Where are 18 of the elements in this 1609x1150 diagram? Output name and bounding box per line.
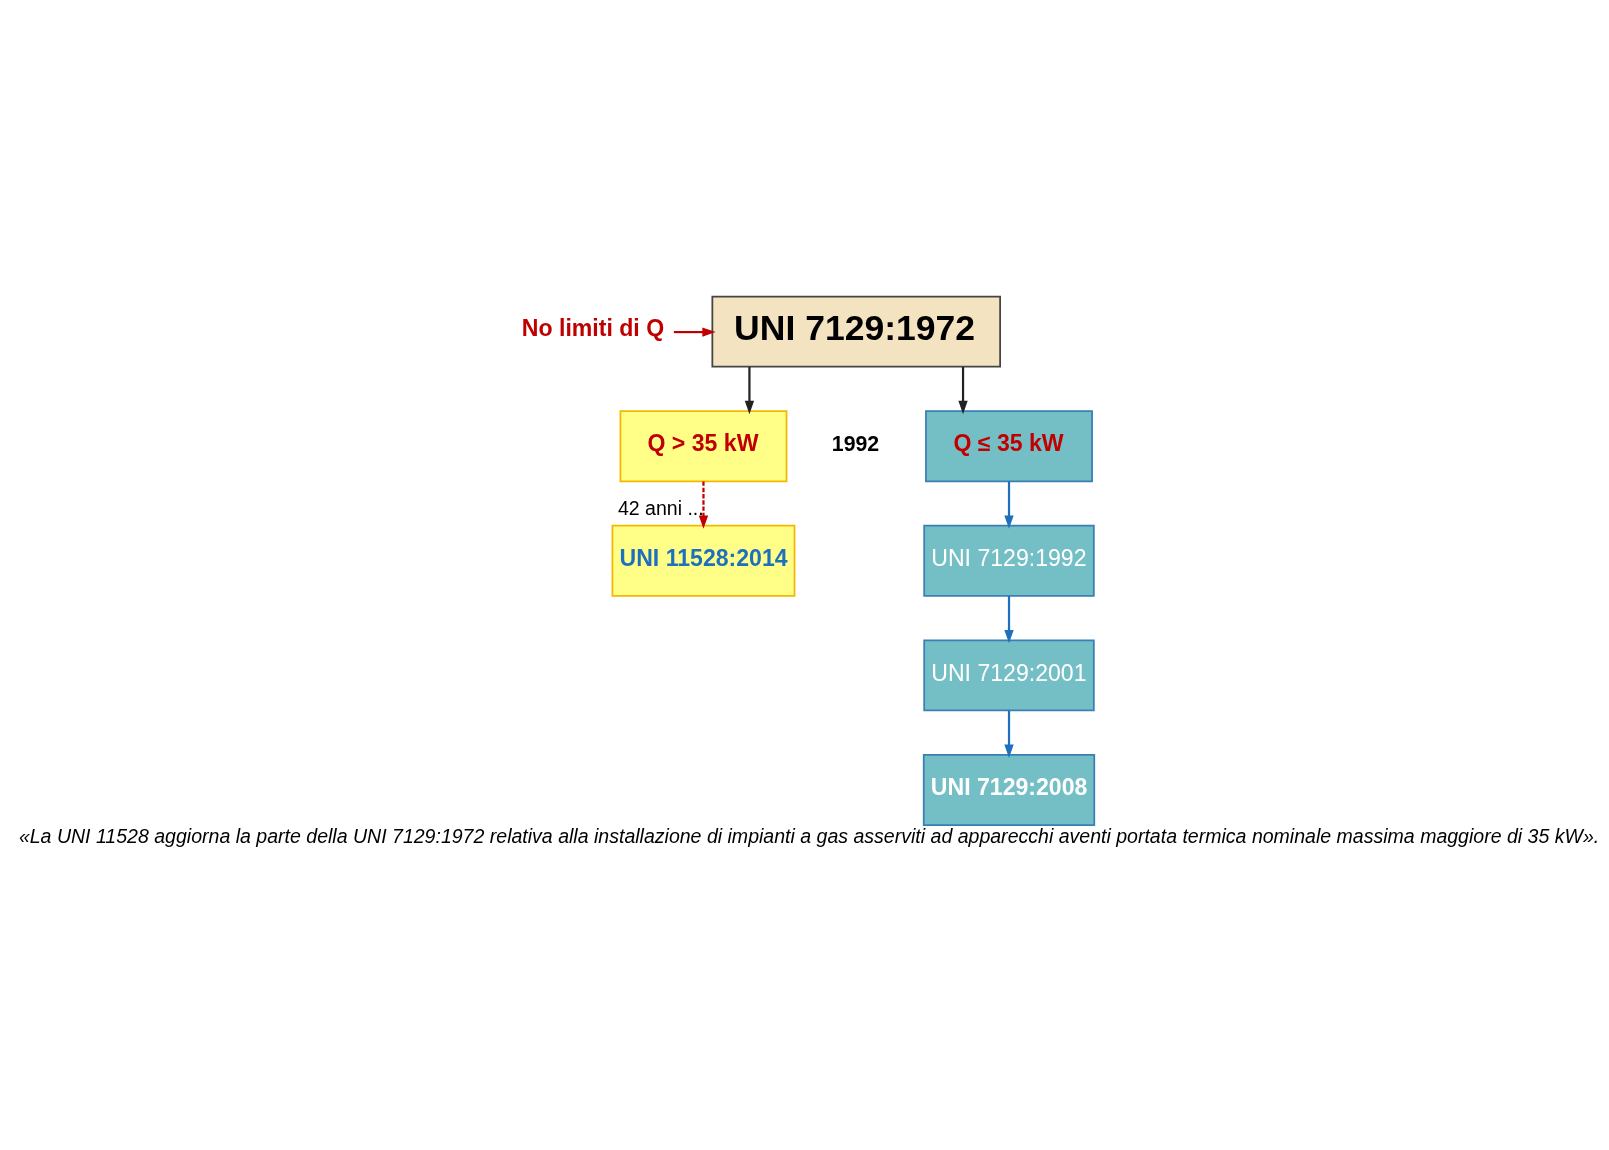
node-text: No limiti di Q <box>521 315 665 342</box>
arrow <box>958 366 968 415</box>
arrow <box>744 366 755 415</box>
node-box: UNI 7129:2001 <box>923 639 1095 712</box>
arrow <box>1004 596 1014 644</box>
node-box: Q > 35 kW <box>619 410 788 483</box>
arrow <box>698 481 709 529</box>
caption: «La UNI 11528 aggiorna la parte della UNI 7129:1972 relativa alla installazione di impianti a gas asserviti ad apparecchi aventi portata termica nominale massima maggiore di 35 kW». <box>18 825 1600 848</box>
arrow <box>1004 710 1014 758</box>
label: 1992 <box>831 431 880 456</box>
node-box: UNI 7129:1972 <box>711 295 1001 368</box>
arrow <box>1004 481 1014 529</box>
arrow <box>673 327 716 337</box>
node-box: Q ≤ 35 kW <box>925 410 1093 483</box>
edge-label: 42 anni ... <box>617 496 704 519</box>
node-box: UNI 7129:1992 <box>923 524 1095 597</box>
node-box: UNI 7129:2008 <box>922 753 1096 826</box>
node-box: UNI 11528:2014 <box>611 524 796 597</box>
